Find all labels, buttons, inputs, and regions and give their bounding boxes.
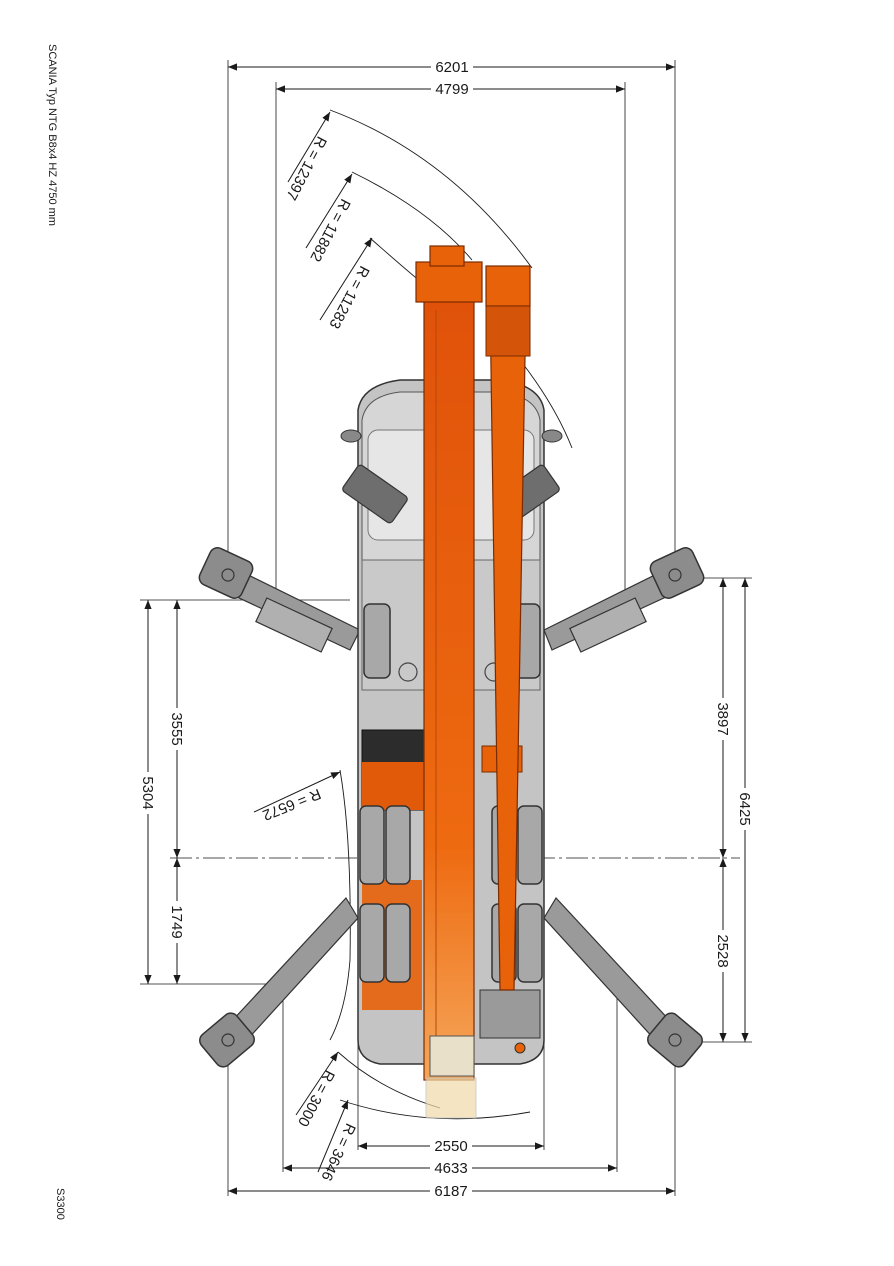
crane-boom-secondary xyxy=(485,265,531,991)
dim-top-inner: 4799 xyxy=(435,81,468,98)
outrigger-rear-left xyxy=(199,897,359,1068)
radius-leaders xyxy=(253,111,373,1173)
dim-left-overall: 5304 xyxy=(139,776,156,809)
radius-label-11283: R = 11283 xyxy=(325,263,372,331)
outrigger-front-left xyxy=(198,547,361,653)
crane-boom-main xyxy=(415,245,483,1119)
dim-bottom-overall: 6187 xyxy=(434,1183,467,1200)
radius-label-3646: R = 3646 xyxy=(317,1121,358,1184)
outrigger-front-right xyxy=(543,547,705,653)
radius-label-3000: R = 3000 xyxy=(294,1067,338,1129)
radius-label-12397: R = 12397 xyxy=(282,133,330,202)
radius-label-11882: R = 11882 xyxy=(306,196,353,264)
dim-right-lower: 2528 xyxy=(714,934,731,967)
dim-bottom-inner: 4633 xyxy=(434,1160,467,1177)
radius-label-6572: R = 6572 xyxy=(260,785,323,824)
dim-top-overall: 6201 xyxy=(435,59,468,76)
dim-left-upper: 3555 xyxy=(168,712,185,745)
outrigger-rear-right xyxy=(543,897,703,1068)
dim-bottom-track: 2550 xyxy=(434,1138,467,1155)
dim-left-lower: 1749 xyxy=(168,905,185,938)
radius-labels: R = 12397 R = 11882 R = 11283 R = 6572 R… xyxy=(260,133,372,1183)
dim-right-overall: 6425 xyxy=(736,792,753,825)
dim-right-upper: 3897 xyxy=(714,702,731,735)
dimension-texts: 6201 4799 2550 4633 6187 3555 5304 1749 … xyxy=(139,57,754,1200)
